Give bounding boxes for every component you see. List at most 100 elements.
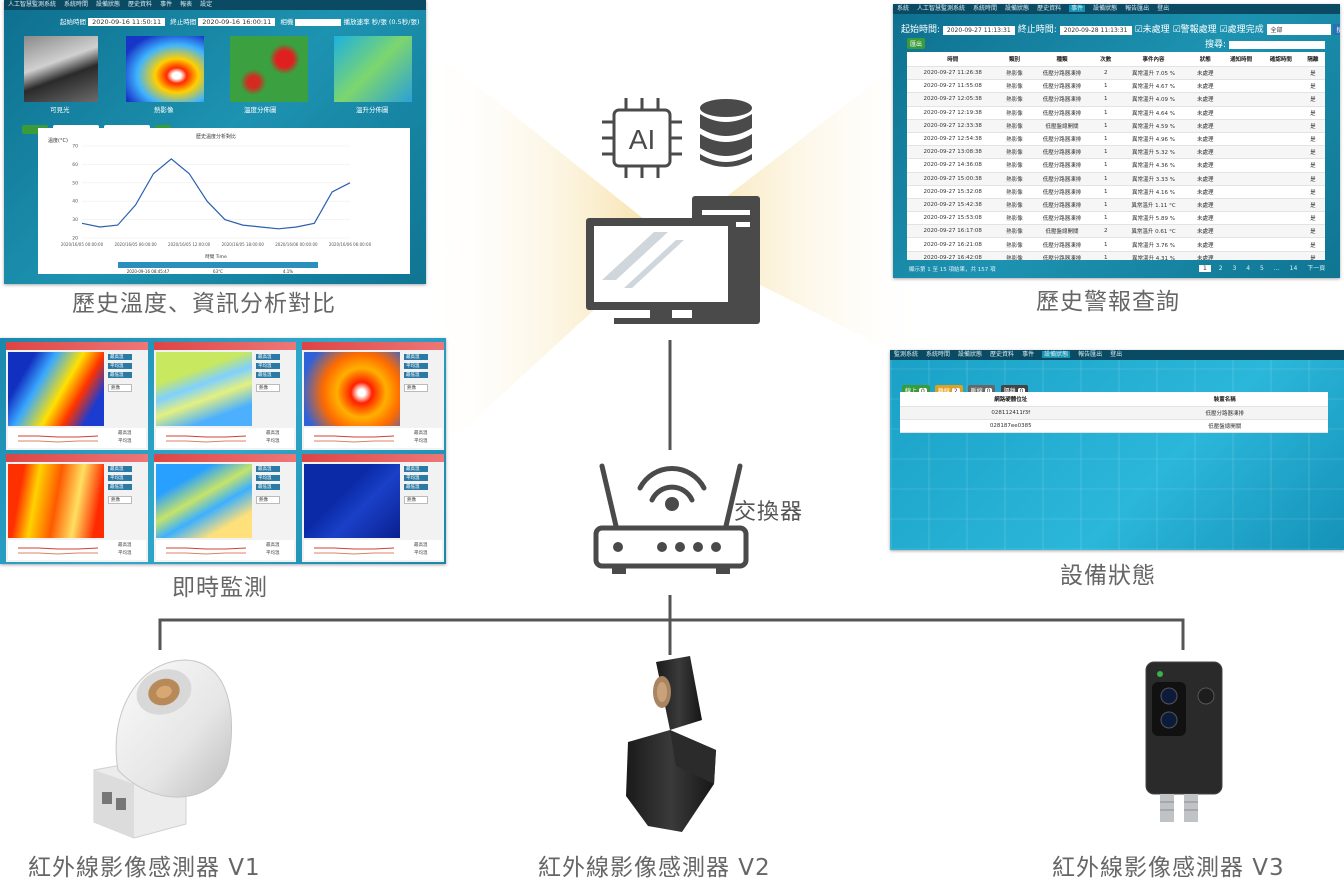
thumb-thermal[interactable] (126, 36, 204, 102)
thumb-temp-rise[interactable] (334, 36, 412, 102)
page-2[interactable]: 2 (1218, 265, 1223, 272)
trend-legend: 平均溫 (266, 551, 280, 556)
badge-online[interactable]: 線上 0 (902, 385, 930, 396)
side-stat-label: 最低溫 (404, 372, 428, 378)
realtime-camera-panel[interactable]: 最高溫平均溫最低溫熱像最高溫平均溫 (302, 454, 444, 562)
alarm-col-header[interactable]: 通知時間 (1221, 52, 1262, 67)
alarm-export-button[interactable]: 匯出 (907, 38, 926, 49)
alarm-start-input[interactable]: 2020-09-27 11:13:31 (942, 26, 1015, 35)
alarm-col-header[interactable]: 次數 (1093, 52, 1118, 67)
page-14[interactable]: 14 (1289, 265, 1298, 272)
page-5[interactable]: 5 (1260, 265, 1264, 272)
end-time-input[interactable]: 2020-09-16 16:00:11 (198, 18, 276, 26)
mode-select[interactable]: 熱像 (404, 384, 428, 392)
chart-footer-cell: 63°C (213, 269, 223, 274)
trend-line-max (18, 547, 99, 550)
trend-legend: 平均溫 (266, 439, 280, 444)
alarm-search-button[interactable]: 搜尋 (1333, 24, 1340, 35)
table-row[interactable]: 028187ee0385 低壓盤總開關 (900, 419, 1328, 434)
thermal-image[interactable] (8, 352, 104, 426)
alarm-type-select[interactable]: 全部 (1266, 24, 1331, 35)
alarm-end-input[interactable]: 2020-09-28 11:13:31 (1059, 26, 1132, 35)
chart-ytick: 70 (72, 144, 78, 150)
alarm-col-header[interactable]: 確認時間 (1261, 52, 1301, 67)
check-done[interactable]: ☑處理完成 (1219, 25, 1264, 35)
computer-icon (586, 196, 760, 324)
realtime-camera-panel[interactable]: 最高溫平均溫最低溫熱像最高溫平均溫 (154, 454, 296, 562)
thumb-visible[interactable] (24, 36, 98, 102)
thermal-image[interactable] (8, 464, 104, 538)
mode-select[interactable]: 熱像 (256, 496, 280, 504)
check-alarm[interactable]: ☑警報處理 (1172, 25, 1217, 35)
alarm-col-header[interactable]: 隔離 (1300, 52, 1325, 67)
ai-chip-icon: AI (602, 98, 682, 178)
chart-xtick: 2020/16/05 00:00:00 (61, 242, 104, 247)
thermal-image[interactable] (156, 464, 252, 538)
mode-select[interactable]: 熱像 (108, 384, 132, 392)
badge-disconnected[interactable]: 斷線 0 (967, 385, 996, 396)
analysis-toolbar-btn-1[interactable] (22, 125, 48, 134)
start-time-input[interactable]: 2020-09-16 11:50:11 (88, 18, 166, 26)
alarm-col-header[interactable]: 種類 (1030, 52, 1094, 67)
thermal-image[interactable] (304, 352, 400, 426)
camera-select[interactable] (295, 18, 342, 26)
alarm-col-header[interactable]: 時間 (907, 52, 999, 67)
mode-select[interactable]: 熱像 (404, 496, 428, 504)
realtime-camera-panel[interactable]: 最高溫平均溫最低溫熱像最高溫平均溫 (6, 342, 148, 450)
page-3[interactable]: 3 (1232, 265, 1237, 272)
alarm-col-header[interactable]: 狀態 (1189, 52, 1222, 67)
alarm-search-input[interactable] (1228, 40, 1325, 49)
badge-isolated[interactable]: 隔離 0 (1000, 385, 1029, 396)
alarm-col-header[interactable]: 類別 (998, 52, 1031, 67)
alarm-col-header[interactable]: 事件內容 (1117, 52, 1190, 67)
page-ellipsis: … (1273, 265, 1280, 272)
realtime-camera-panel[interactable]: 最高溫平均溫最低溫熱像最高溫平均溫 (154, 342, 296, 450)
thumb-temp-dist[interactable] (230, 36, 308, 102)
side-stat-label: 最低溫 (404, 484, 428, 490)
realtime-camera-panel[interactable]: 最高溫平均溫最低溫熱像最高溫平均溫 (302, 342, 444, 450)
analysis-menu: 人工智慧監測系統系統時間設備狀態歷史資料事件報表設定 (4, 0, 426, 10)
badge-offline[interactable]: 離線 2 (934, 385, 963, 396)
status-table: 網路硬體位址 裝置名稱 028112411f3f 低壓分路器凍排 028187e… (900, 392, 1328, 434)
trend-legend: 最高溫 (414, 431, 428, 436)
mode-select[interactable]: 熱像 (108, 496, 132, 504)
table-row[interactable]: 028112411f3f 低壓分路器凍排 (900, 406, 1328, 421)
alarm-filter: 起始時間: 2020-09-27 11:13:31 終止時間: 2020-09-… (901, 22, 1340, 35)
page-4[interactable]: 4 (1246, 265, 1251, 272)
thermal-image[interactable] (304, 464, 400, 538)
page-next[interactable]: 下一頁 (1307, 265, 1326, 272)
check-unprocessed[interactable]: ☑未處理 (1134, 25, 1170, 35)
mode-select[interactable]: 熱像 (256, 384, 280, 392)
side-stat-label: 平均溫 (404, 475, 428, 481)
side-stat-label: 最高溫 (108, 354, 132, 360)
trend-legend: 最高溫 (118, 543, 132, 548)
realtime-screen: 最高溫平均溫最低溫熱像最高溫平均溫最高溫平均溫最低溫熱像最高溫平均溫最高溫平均溫… (0, 338, 446, 564)
trend-legend: 最高溫 (118, 431, 132, 436)
realtime-camera-panel[interactable]: 最高溫平均溫最低溫熱像最高溫平均溫 (6, 454, 148, 562)
history-analysis-caption: 歷史溫度、資訊分析對比 (72, 291, 336, 317)
thermal-image[interactable] (156, 352, 252, 426)
trend-line-avg (18, 552, 98, 555)
panel-header (302, 454, 444, 462)
beam-upper-left (420, 40, 670, 470)
sensor-v2-image (626, 656, 716, 832)
panel-header (6, 454, 148, 462)
page-1[interactable]: 1 (1199, 265, 1211, 272)
chart-title: 歷史溫度分析對比 (196, 133, 236, 140)
